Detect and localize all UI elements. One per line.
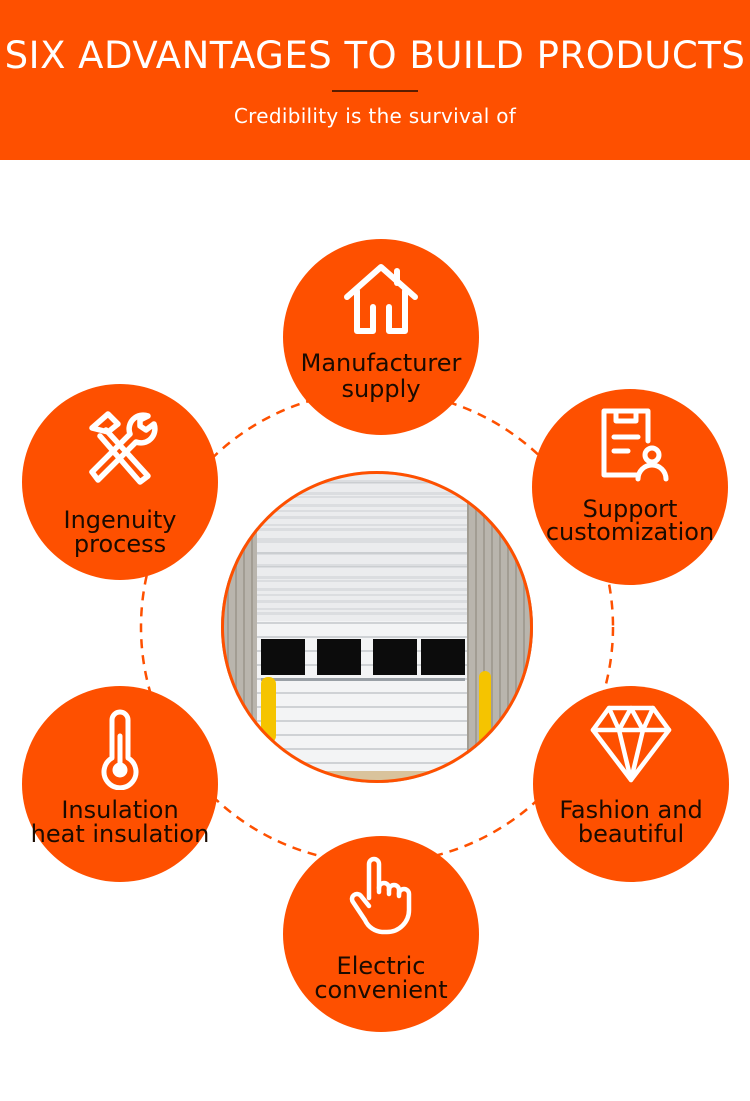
advantage-label-line2: beautiful xyxy=(577,820,685,848)
advantage-label-line2: process xyxy=(73,530,167,558)
page-subtitle: Credibility is the survival of xyxy=(233,104,517,128)
advantage-label-line1: Insulation xyxy=(61,796,179,824)
advantage-manufacturer-supply: Manufacturer supply xyxy=(283,239,479,435)
page-title: SIX ADVANTAGES TO BUILD PRODUCTS xyxy=(4,34,746,77)
advantage-ingenuity-process: Ingenuity process xyxy=(22,384,218,580)
advantage-electric-convenient: Electric convenient xyxy=(283,836,479,1032)
header-banner: SIX ADVANTAGES TO BUILD PRODUCTS Credibi… xyxy=(0,0,750,160)
document-user-icon xyxy=(588,403,672,492)
advantage-label-line2: customization xyxy=(545,518,715,546)
house-icon xyxy=(339,257,423,346)
advantage-label-line1: Electric xyxy=(336,952,426,980)
tools-icon xyxy=(78,406,162,495)
pointing-hand-icon xyxy=(339,854,423,943)
advantage-insulation: Insulation heat insulation xyxy=(22,686,218,882)
advantage-label-line1: Ingenuity xyxy=(63,506,177,534)
thermometer-icon xyxy=(78,706,162,795)
diamond-icon xyxy=(589,700,673,789)
advantage-fashion-beautiful: Fashion and beautiful xyxy=(533,686,729,882)
advantage-label-line1: Fashion and xyxy=(559,796,703,824)
title-divider xyxy=(332,90,418,92)
advantage-label-line1: Support xyxy=(582,495,678,523)
advantage-label-line2: convenient xyxy=(314,976,448,1004)
advantage-support-customization: Support customization xyxy=(532,389,728,585)
advantage-label-line2: supply xyxy=(341,375,421,403)
garage-door-frame xyxy=(221,471,533,783)
advantage-label-line2: heat insulation xyxy=(30,820,210,848)
advantage-label-line1: Manufacturer xyxy=(300,349,462,377)
